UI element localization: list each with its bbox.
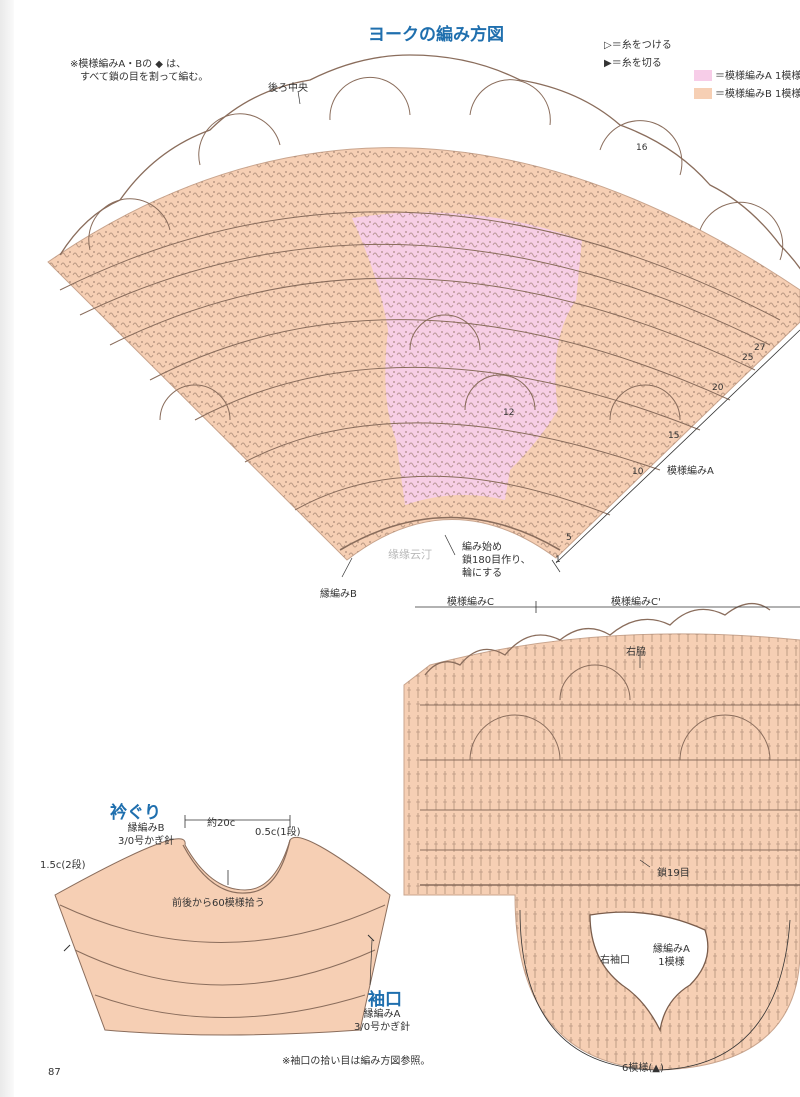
stitch-note-line: すべて鎖の目を割って編む。 <box>80 72 209 83</box>
neckline-info: 縁編みB 3/0号かぎ針 <box>118 822 174 848</box>
row-number: 5 <box>566 533 572 543</box>
legend-thread-attach: ▷＝糸をつける <box>604 39 672 52</box>
edging-a-line: 1模様 <box>658 957 685 968</box>
legend-pattern-a: ＝模様編みA 1模様 <box>715 71 800 82</box>
footnote: ※袖口の拾い目は編み方図参照。 <box>282 1056 431 1067</box>
neckline-hook: 3/0号かぎ針 <box>118 836 175 847</box>
cuff-heading: 袖口 <box>368 990 402 1010</box>
armhole-label: 右袖口 <box>600 955 630 966</box>
neckline-method: 縁編みB <box>127 823 165 834</box>
neckline-depth-right: 0.5c(1段) <box>255 827 301 838</box>
start-note-line: 輪にする <box>462 568 503 579</box>
edging-b-label: 縁編みB <box>320 589 357 600</box>
cuff-method: 縁編みA <box>363 1009 401 1020</box>
start-note: 編み始め 鎖180目作り、 輪にする <box>462 541 531 580</box>
legend-text: ＝糸を切る <box>611 58 662 69</box>
inner-number: 16 <box>636 143 648 153</box>
yoke-schematic <box>54 815 391 1036</box>
watermark: 缘缘云汀 <box>388 548 432 561</box>
cuff-hook: 3/0号かぎ針 <box>354 1022 411 1033</box>
row-number: 25 <box>742 353 754 363</box>
page-number: 87 <box>48 1067 61 1078</box>
pattern-c-prime-label: 模様編みC' <box>611 597 661 608</box>
six-repeats-label: 6模様(▲) <box>622 1063 664 1074</box>
neckline-depth-left: 1.5c(2段) <box>40 860 86 871</box>
sleeve-chart <box>403 601 800 1071</box>
edging-a-repeat: 縁編みA 1模様 <box>653 943 690 969</box>
page-title: ヨークの編み方図 <box>368 25 504 45</box>
chain-19-label: 鎖19目 <box>657 868 690 879</box>
right-side-label: 右脇 <box>626 647 646 658</box>
thread-attach-icon: ▷ <box>604 40 612 51</box>
row-number: 20 <box>712 383 724 393</box>
start-note-line: 鎖180目作り、 <box>462 555 531 566</box>
row-number: 10 <box>632 467 644 477</box>
stitch-note-line: ※模様編みA・Bの ◆ は、 <box>70 59 187 70</box>
cuff-info: 縁編みA 3/0号かぎ針 <box>354 1008 410 1034</box>
edging-a-line: 縁編みA <box>653 944 690 955</box>
legend-swatch-pink <box>694 70 712 81</box>
neckline-width: 約20c <box>207 818 236 829</box>
thread-cut-icon: ▶ <box>604 58 612 69</box>
neckline-heading: 衿ぐり <box>110 803 161 823</box>
row-number: 27 <box>754 343 766 353</box>
inner-number: 12 <box>503 408 515 418</box>
binding-shadow <box>0 0 14 1097</box>
start-note-line: 編み始め <box>462 542 502 553</box>
yoke-fan-chart <box>47 54 800 564</box>
legend-pattern-b: ＝模様編みB 1模様 <box>715 89 800 100</box>
legend-swatch-peach <box>694 88 712 99</box>
stitch-note: ※模様編みA・Bの ◆ は、 すべて鎖の目を割って編む。 <box>70 58 208 84</box>
pattern-a-label: 模様編みA <box>667 466 714 477</box>
pattern-c-label: 模様編みC <box>447 597 494 608</box>
row-number: 15 <box>668 431 680 441</box>
neckline-pickup: 前後から60模様拾う <box>172 898 265 909</box>
back-center-label: 後ろ中央 <box>268 83 308 94</box>
row-number: 1 <box>555 555 561 565</box>
legend-thread-cut: ▶＝糸を切る <box>604 57 662 70</box>
legend-text: ＝糸をつける <box>611 40 672 51</box>
